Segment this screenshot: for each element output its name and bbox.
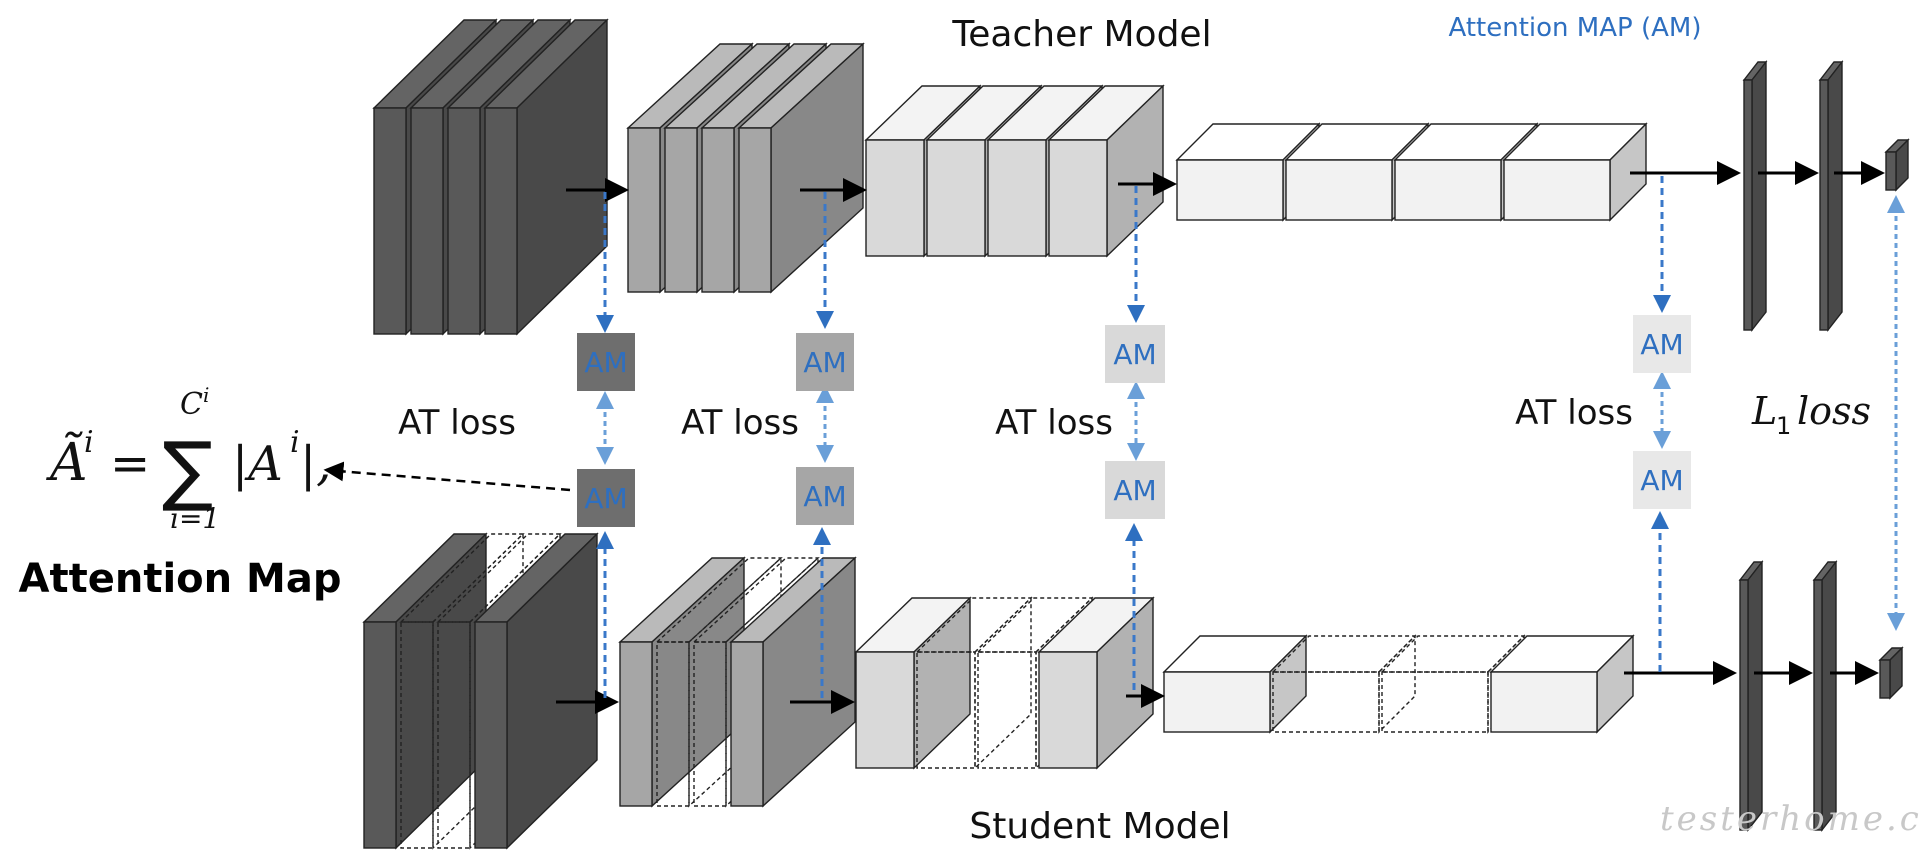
at-loss-label-1: AT loss bbox=[398, 403, 516, 443]
teacher-g3-layer-4 bbox=[1047, 84, 1165, 258]
teacher-fc-1 bbox=[1742, 59, 1768, 333]
student-g1-layer-4 bbox=[473, 532, 599, 850]
am-box-teacher-2-label: AM bbox=[803, 346, 846, 379]
teacher-g4-layer-4 bbox=[1502, 122, 1648, 222]
formula-upper-sup: i bbox=[203, 383, 209, 407]
teacher-g1-layer-4 bbox=[483, 18, 609, 336]
student-fc-1 bbox=[1738, 559, 1764, 833]
formula-upper: C bbox=[180, 387, 203, 422]
am-box-student-2-label: AM bbox=[803, 480, 846, 513]
am-box-student-3-label: AM bbox=[1113, 474, 1156, 507]
l1-loss-word: loss bbox=[1797, 389, 1871, 433]
student-fc-2 bbox=[1812, 559, 1838, 833]
formula-pointer-arrow bbox=[323, 461, 571, 492]
am-box-teacher-1-bg bbox=[577, 333, 635, 391]
am-box-teacher-4-label: AM bbox=[1640, 328, 1683, 361]
teacher-output bbox=[1884, 138, 1910, 192]
formula-lower: i=1 bbox=[170, 502, 220, 535]
attention-map-title: Attention Map bbox=[19, 556, 342, 602]
student-g4-layer-1 bbox=[1162, 634, 1308, 734]
at-loss-label-2: AT loss bbox=[681, 403, 799, 443]
attention-map-boxes: AM AM AM AM AM AM AM AM bbox=[577, 315, 1691, 527]
teacher-g2-layer-4 bbox=[737, 42, 865, 294]
attention-map-formula: Ã i = ∑ C i i=1 |A i |, bbox=[46, 383, 331, 535]
am-box-student-4: AM bbox=[1633, 451, 1691, 509]
formula-lhs: Ã bbox=[46, 432, 88, 493]
formula-equals: = bbox=[110, 436, 150, 492]
student-output bbox=[1878, 646, 1904, 700]
student-g3-layer-1 bbox=[854, 596, 972, 770]
formula-sum: ∑ bbox=[162, 425, 213, 514]
am-box-student-1-label: AM bbox=[584, 482, 627, 515]
am-box-student-1-bg bbox=[577, 469, 635, 527]
am-box-teacher-4: AM bbox=[1633, 315, 1691, 373]
l1-subscript: 1 bbox=[1776, 412, 1791, 440]
am-box-teacher-1-label: AM bbox=[584, 346, 627, 379]
am-box-student-4-bg bbox=[1633, 451, 1691, 509]
l1-symbol: L bbox=[1751, 389, 1777, 433]
am-box-teacher-1: AM bbox=[577, 333, 635, 391]
connections bbox=[323, 161, 1905, 714]
student-g1-layer-1 bbox=[362, 532, 488, 850]
watermark: testerhome.com bbox=[1660, 799, 1920, 839]
am-box-teacher-3-bg bbox=[1105, 325, 1165, 383]
formula-rhs: |A bbox=[232, 436, 283, 492]
network-blocks bbox=[362, 18, 1910, 850]
am-box-teacher-2: AM bbox=[796, 333, 854, 391]
student-model-title: Student Model bbox=[969, 806, 1230, 847]
student-g3-layer-2 bbox=[915, 596, 1033, 770]
am-box-student-1: AM bbox=[577, 469, 635, 527]
am-box-teacher-2-bg bbox=[796, 333, 854, 391]
teacher-model-title: Teacher Model bbox=[951, 14, 1211, 55]
am-box-teacher-4-bg bbox=[1633, 315, 1691, 373]
formula-rhs-sup: i bbox=[290, 425, 300, 460]
am-box-teacher-3-label: AM bbox=[1113, 338, 1156, 371]
am-box-student-4-label: AM bbox=[1640, 464, 1683, 497]
formula-rhs-end: |, bbox=[300, 436, 331, 492]
teacher-fc-2 bbox=[1818, 59, 1844, 333]
student-g4-layer-4 bbox=[1489, 634, 1635, 734]
am-box-student-3: AM bbox=[1105, 461, 1165, 519]
am-box-student-2-bg bbox=[796, 467, 854, 525]
attention-map-legend: Attention MAP (AM) bbox=[1449, 13, 1702, 43]
at-loss-label-4: AT loss bbox=[1515, 393, 1633, 433]
formula-lhs-sup: i bbox=[84, 425, 94, 460]
l1-loss-label: L 1 loss bbox=[1751, 389, 1871, 440]
am-box-teacher-3: AM bbox=[1105, 325, 1165, 383]
student-g3-layer-4 bbox=[1037, 596, 1155, 770]
at-loss-label-3: AT loss bbox=[995, 403, 1113, 443]
am-box-student-3-bg bbox=[1105, 461, 1165, 519]
student-g4-layer-3 bbox=[1380, 634, 1526, 734]
student-g2-layer-4 bbox=[729, 556, 857, 808]
student-g3-layer-3 bbox=[976, 596, 1094, 770]
am-box-student-2: AM bbox=[796, 467, 854, 525]
student-g4-layer-2 bbox=[1271, 634, 1417, 734]
